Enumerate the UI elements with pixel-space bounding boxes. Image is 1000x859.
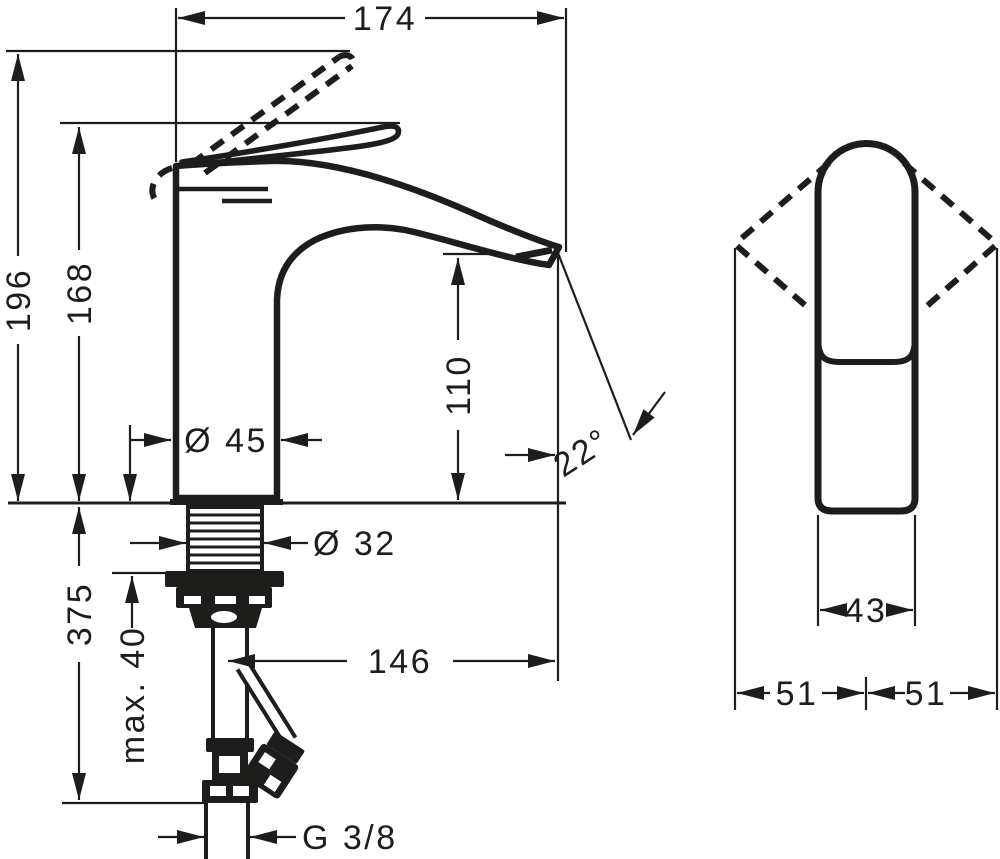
dimension-lines bbox=[11, 10, 666, 844]
handle-lever-open-dashed bbox=[149, 52, 356, 207]
front-extension-lines bbox=[733, 248, 999, 710]
connection-pipe bbox=[204, 803, 250, 859]
dim-label-shank-diameter: Ø 32 bbox=[313, 525, 397, 563]
drain-rod-knob bbox=[207, 607, 241, 627]
front-view-labels: 43 51 51 bbox=[776, 592, 948, 713]
dim-label-total-width: 174 bbox=[353, 0, 417, 38]
dim-label-spout-height: 110 bbox=[440, 354, 478, 416]
dim-label-handle-height: 168 bbox=[61, 261, 99, 325]
side-view: 174 196 168 110 Ø 45 Ø 32 375 max. 40 14… bbox=[0, 0, 666, 859]
extension-lines bbox=[6, 8, 633, 805]
dim-label-right-offset: 51 bbox=[905, 675, 948, 713]
dim-label-install-depth: 375 bbox=[61, 582, 99, 646]
handle-swivel-range-dashed bbox=[734, 160, 998, 309]
shank-threads bbox=[190, 513, 260, 565]
dim-label-left-offset: 51 bbox=[776, 675, 819, 713]
mounting-flange bbox=[165, 571, 284, 587]
dim-label-front-width: 43 bbox=[845, 592, 888, 630]
pipe-fitting bbox=[202, 738, 258, 859]
installation-parts bbox=[165, 505, 305, 859]
hose-connector bbox=[242, 731, 305, 799]
faucet-body-outline bbox=[170, 157, 563, 505]
flexible-hose bbox=[235, 661, 305, 799]
side-view-labels: 174 196 168 110 Ø 45 Ø 32 375 max. 40 14… bbox=[0, 0, 617, 857]
front-body-outline bbox=[814, 140, 919, 515]
dim-label-hose-offset: 146 bbox=[368, 643, 432, 681]
handle-lever-closed bbox=[179, 123, 402, 168]
handle-bottom-edge bbox=[815, 339, 918, 365]
dim-label-connection-thread: G 3/8 bbox=[302, 819, 398, 857]
front-dimension-lines bbox=[737, 603, 995, 700]
front-view: 43 51 51 bbox=[733, 140, 999, 713]
dim-label-max-thickness: max. 40 bbox=[114, 626, 152, 764]
dim-label-body-diameter: Ø 45 bbox=[184, 422, 268, 460]
dim-label-total-height: 196 bbox=[0, 268, 38, 332]
supply-pipe-fill bbox=[215, 628, 247, 738]
aerator-tip bbox=[515, 246, 553, 261]
